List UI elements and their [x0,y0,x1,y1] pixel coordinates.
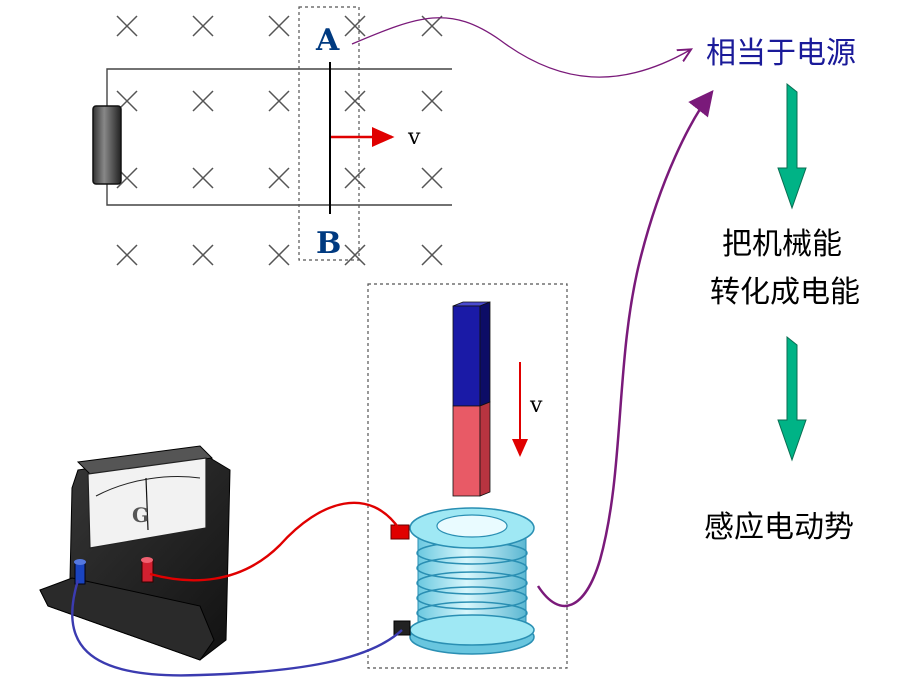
magnetic-field-crosses [116,15,443,266]
flow-conversion-line1: 把机械能 [722,227,842,262]
curve-coil-to-source [536,90,714,608]
rod-label-b: B [316,226,341,261]
curve-a-to-source [351,17,690,78]
rod-region-dashed-box [298,6,360,261]
magnet-velocity-label: v [529,393,543,418]
resistor [92,105,122,185]
coil-terminal-black [393,620,411,636]
rod-label-a: A [315,23,340,58]
coil-region-dashed-box [367,283,568,669]
flow-power-source: 相当于电源 [706,36,856,71]
coil-terminal-red [390,524,410,540]
galvanometer: G [39,445,231,661]
rod-velocity-label: v [407,125,421,150]
wire-red [149,501,401,582]
conducting-rails [106,68,452,206]
coil [409,507,535,655]
down-arrow-2 [777,335,807,462]
wire-blue [71,579,403,677]
bar-magnet [452,301,491,497]
galvanometer-label: G [132,503,149,527]
flow-result: 感应电动势 [704,510,854,545]
down-arrow-1 [777,82,807,210]
flow-conversion-line2: 转化成电能 [710,275,860,310]
